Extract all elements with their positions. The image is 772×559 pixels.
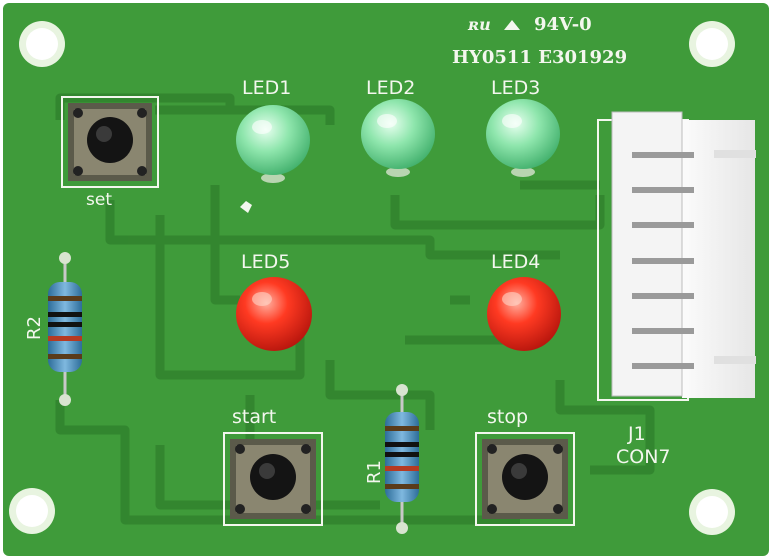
- led3: [486, 99, 560, 177]
- certification-text: 94V-0: [534, 14, 592, 35]
- con7-label: CON7: [616, 446, 671, 468]
- resistor-r1: [385, 384, 419, 534]
- resistor-r2: [48, 252, 82, 406]
- connector-j1[interactable]: [597, 111, 756, 401]
- start-label: start: [232, 406, 276, 428]
- pcb-substrate: [3, 3, 769, 556]
- led4-label: LED4: [491, 251, 540, 273]
- led2-label: LED2: [366, 77, 415, 99]
- r2-label: R2: [24, 316, 45, 340]
- connector-pins: [632, 152, 694, 369]
- silkscreen-mark-icon: [240, 201, 252, 213]
- mounting-hole: [696, 496, 728, 528]
- part-code-text: HY0511 E301929: [452, 47, 627, 68]
- mounting-hole: [696, 28, 728, 60]
- led1: [236, 105, 310, 183]
- r1-label: R1: [364, 460, 385, 484]
- led3-label: LED3: [491, 77, 540, 99]
- led5-label: LED5: [241, 251, 290, 273]
- start-button[interactable]: [223, 432, 323, 526]
- mounting-hole: [16, 495, 48, 527]
- led1-label: LED1: [242, 77, 291, 99]
- ul-logo-icon: ʀu: [467, 15, 520, 34]
- led4: [487, 277, 561, 351]
- stop-label: stop: [487, 406, 528, 428]
- led2: [361, 99, 435, 177]
- stop-button[interactable]: [475, 432, 575, 526]
- set-label: set: [86, 190, 112, 210]
- led5: [236, 277, 312, 351]
- mounting-holes: [9, 21, 735, 535]
- set-button[interactable]: [61, 96, 159, 188]
- j1-label: J1: [627, 423, 646, 445]
- svg-text:ʀu: ʀu: [467, 15, 491, 34]
- mounting-hole: [26, 28, 58, 60]
